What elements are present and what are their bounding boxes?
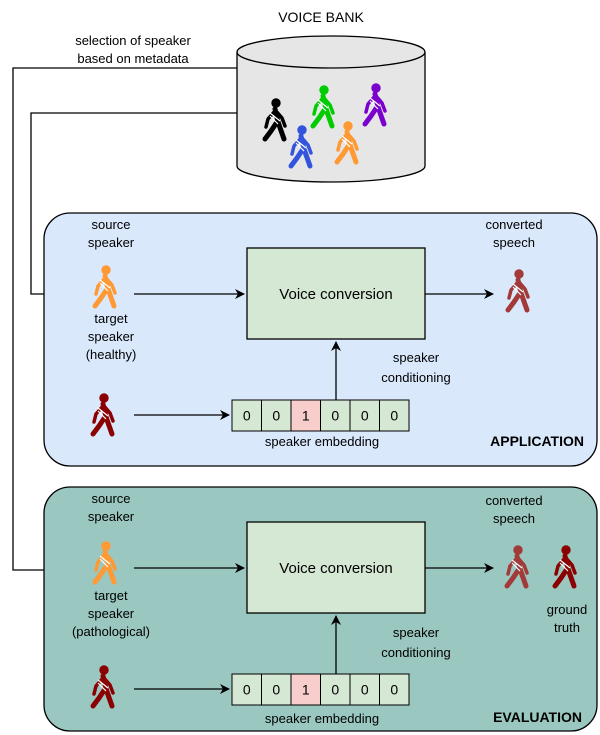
eval-target-label-3: (pathological) xyxy=(72,624,150,639)
app-source-label-2: speaker xyxy=(88,235,135,250)
embedding-cell-value: 0 xyxy=(331,682,339,698)
embedding-cell-value: 0 xyxy=(390,408,398,424)
app-voice-conversion-label: Voice conversion xyxy=(279,286,392,303)
app-conditioning-label-1: speaker xyxy=(393,350,440,365)
app-converted-label-1: converted xyxy=(485,217,542,232)
eval-embedding-label: speaker embedding xyxy=(265,711,379,726)
selection-label-line1: selection of speaker xyxy=(75,33,191,48)
embedding-cell-value: 0 xyxy=(390,682,398,698)
app-conditioning-label-2: conditioning xyxy=(381,370,450,385)
eval-source-label-1: source xyxy=(91,491,130,506)
eval-voice-conversion-label: Voice conversion xyxy=(279,560,392,577)
embedding-cell-value: 0 xyxy=(361,682,369,698)
embedding-cell-value: 0 xyxy=(243,408,251,424)
eval-target-label-2: speaker xyxy=(88,606,135,621)
eval-ground-truth-label-2: truth xyxy=(554,620,580,635)
embedding-cell-value: 0 xyxy=(331,408,339,424)
embedding-cell-value: 0 xyxy=(361,408,369,424)
voice-bank-title: VOICE BANK xyxy=(278,9,364,25)
embedding-cell xyxy=(231,399,262,432)
eval-conditioning-label-2: conditioning xyxy=(381,645,450,660)
app-target-label-3: (healthy) xyxy=(86,347,137,362)
app-target-label-1: target xyxy=(94,311,128,326)
embedding-cell-value: 1 xyxy=(302,682,310,698)
embedding-cell xyxy=(261,399,292,432)
embedding-cell xyxy=(231,673,262,706)
app-embedding-label: speaker embedding xyxy=(265,434,379,449)
embedding-cell xyxy=(290,399,321,432)
embedding-cell xyxy=(320,399,351,432)
eval-ground-truth-label-1: ground xyxy=(547,602,587,617)
embedding-cell-value: 1 xyxy=(302,408,310,424)
app-converted-label-2: speech xyxy=(493,235,535,250)
app-target-label-2: speaker xyxy=(88,329,135,344)
app-source-label-1: source xyxy=(91,217,130,232)
app-speaker-embedding: 0 0 1 0 0 0 xyxy=(231,399,410,432)
embedding-cell xyxy=(290,673,321,706)
application-section-label: APPLICATION xyxy=(490,433,584,449)
embedding-cell xyxy=(320,673,351,706)
embedding-cell xyxy=(379,399,410,432)
embedding-cell xyxy=(349,399,380,432)
eval-voice-conversion-box xyxy=(246,521,426,614)
embedding-cell-value: 0 xyxy=(272,682,280,698)
eval-target-label-1: target xyxy=(94,588,128,603)
embedding-cell xyxy=(379,673,410,706)
embedding-cell-value: 0 xyxy=(243,682,251,698)
selection-label-line2: based on metadata xyxy=(77,51,189,66)
embedding-cell-value: 0 xyxy=(272,408,280,424)
eval-source-label-2: speaker xyxy=(88,509,135,524)
app-voice-conversion-box xyxy=(246,247,426,340)
eval-conditioning-label-1: speaker xyxy=(393,625,440,640)
eval-converted-label-2: speech xyxy=(493,511,535,526)
eval-converted-label-1: converted xyxy=(485,493,542,508)
evaluation-section-label: EVALUATION xyxy=(493,709,582,725)
eval-speaker-embedding: 0 0 1 0 0 0 xyxy=(231,673,410,706)
